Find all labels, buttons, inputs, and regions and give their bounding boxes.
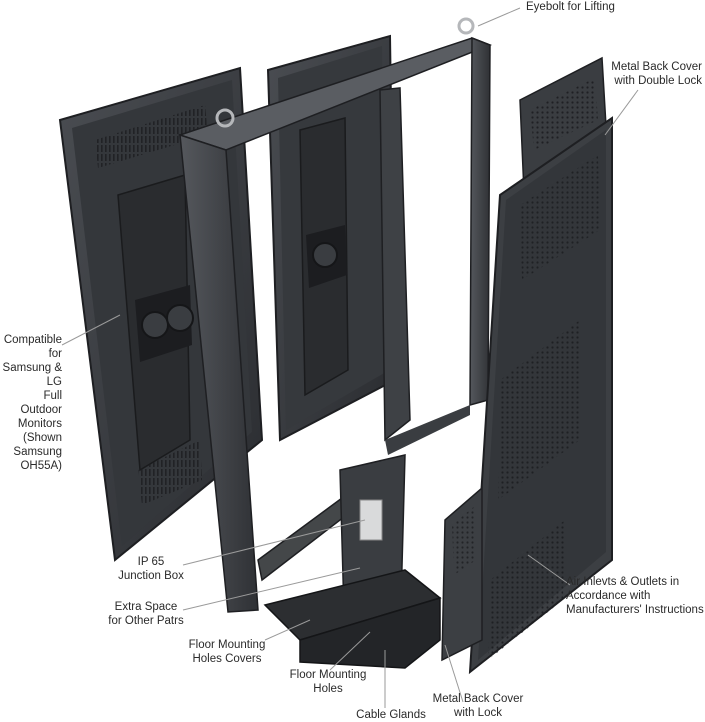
label-compatible-monitors: Compatible for Samsung & LG Full Outdoor… [2, 334, 62, 472]
middle-monitor [266, 34, 397, 442]
label-extra-space: Extra Space for Other Patrs [108, 601, 184, 627]
label-cable-glands: Cable Glands [356, 709, 426, 721]
leader-lines [61, 7, 639, 708]
main-frame [177, 17, 493, 669]
label-floor-mounting-holes-covers: Floor Mounting Holes Covers [188, 639, 266, 665]
back-cover-small [441, 486, 483, 662]
label-floor-mounting-holes: Floor Mounting Holes [289, 669, 367, 695]
label-eyebolt: Eyebolt for Lifting [526, 1, 615, 13]
label-ip65-junction-box: IP 65 Junction Box [118, 556, 184, 582]
label-back-cover-lock: Metal Back Cover with Lock [432, 693, 524, 719]
label-back-cover-double-lock: Metal Back Cover with Double Lock [611, 61, 702, 87]
back-cover-main [468, 116, 613, 675]
label-air-inlets-outlets: Air Inlevts & Outlets in Accordance with… [566, 576, 704, 616]
